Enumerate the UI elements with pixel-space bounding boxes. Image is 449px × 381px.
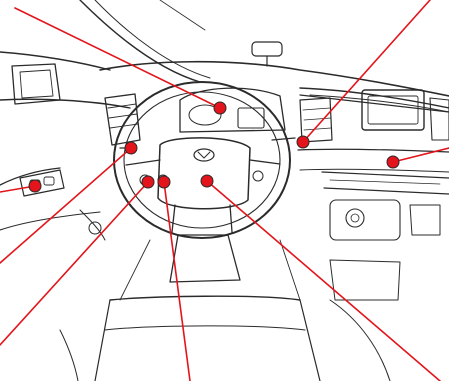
- callout-line-left-steering-column-stalk: [0, 148, 131, 263]
- callout-line-center-air-vent: [303, 0, 430, 142]
- dashboard: [0, 62, 449, 172]
- lower-cabin: [60, 240, 390, 381]
- callout-dot-instrument-cluster: [214, 102, 226, 114]
- callout-dot-door-window-switches: [29, 180, 41, 192]
- callout-line-steering-wheel-left-controls: [0, 182, 148, 345]
- callout-line-instrument-cluster: [15, 8, 220, 108]
- callout-dot-audio-display-panel: [387, 156, 399, 168]
- callout-dot-steering-wheel-hub-airbag: [201, 175, 213, 187]
- rear-view-mirror: [252, 42, 282, 66]
- callout-dot-steering-wheel-left-lower-controls: [158, 176, 170, 188]
- callout-dot-left-steering-column-stalk: [125, 142, 137, 154]
- callout-dot-steering-wheel-left-controls: [142, 176, 154, 188]
- callout-line-steering-wheel-hub-airbag: [207, 181, 440, 381]
- callout-dots: [29, 102, 399, 192]
- callout-dot-center-air-vent: [297, 136, 309, 148]
- door-panel: [0, 168, 105, 240]
- center-console-controls: [322, 172, 449, 300]
- left-air-vent: [105, 94, 140, 145]
